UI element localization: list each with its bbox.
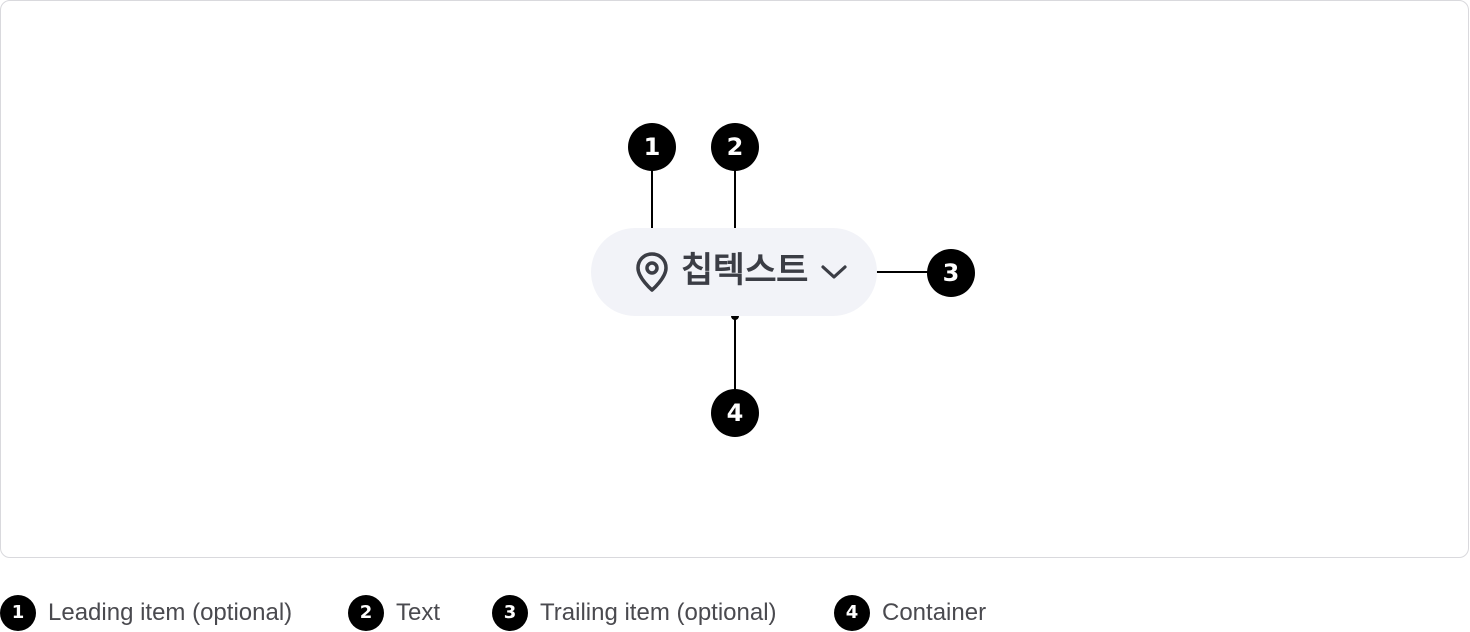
location-pin-icon <box>636 252 668 292</box>
legend-item-leading: 1 Leading item (optional) <box>0 595 292 631</box>
legend-badge: 4 <box>834 595 870 631</box>
legend-label: Container <box>882 599 987 626</box>
callout-badge-1: 1 <box>628 123 676 171</box>
legend-label: Trailing item (optional) <box>540 599 777 626</box>
legend-badge: 2 <box>348 595 384 631</box>
legend-badge: 1 <box>0 595 36 631</box>
callout-badge-4: 4 <box>711 389 759 437</box>
legend-item-text: 2 Text <box>348 595 440 631</box>
legend-item-trailing: 3 Trailing item (optional) <box>492 595 777 631</box>
legend-label: Leading item (optional) <box>48 599 293 626</box>
chip-text: 칩텍스트 <box>681 251 808 291</box>
callout-badge-3: 3 <box>927 249 975 297</box>
callout-badge-2: 2 <box>711 123 759 171</box>
chevron-down-icon <box>821 265 847 279</box>
legend-badge: 3 <box>492 595 528 631</box>
legend: 1 Leading item (optional) 2 Text 3 Trail… <box>0 595 1470 631</box>
legend-item-container: 4 Container <box>834 595 986 631</box>
legend-label: Text <box>396 599 441 626</box>
